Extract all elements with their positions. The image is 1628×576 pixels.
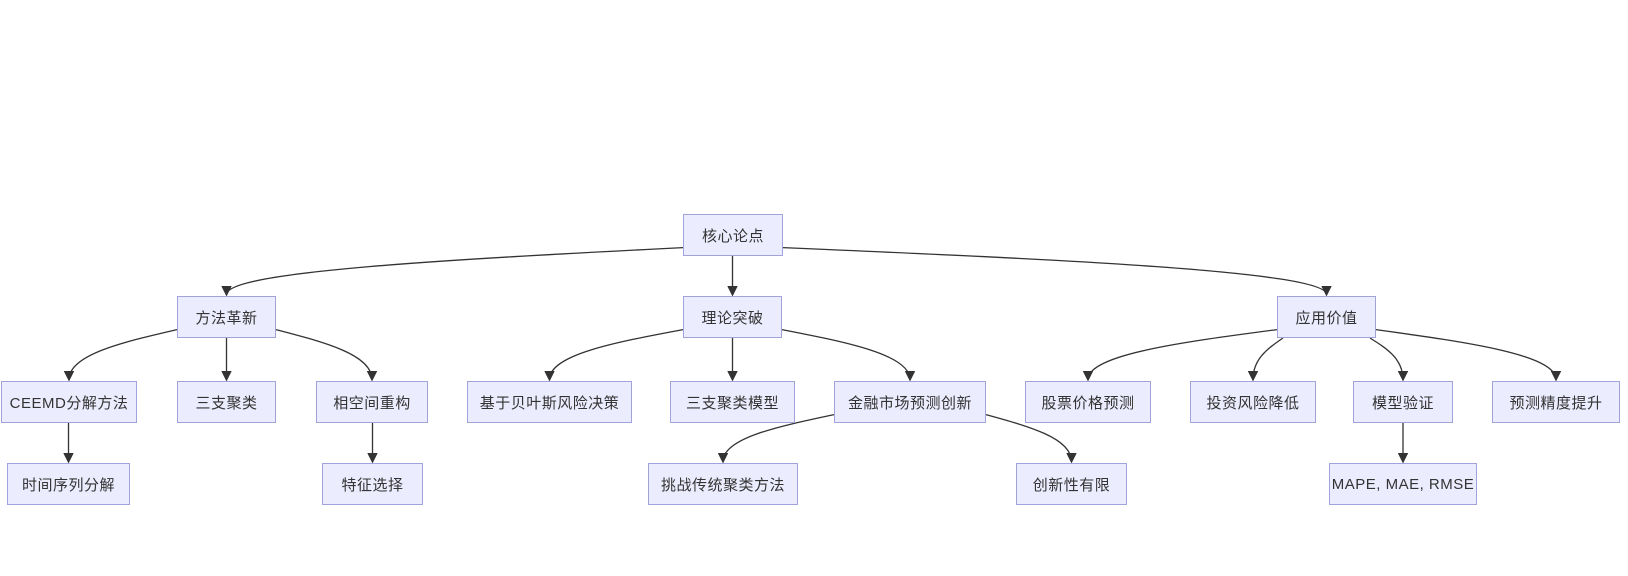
edge-application-model-validation [1369, 337, 1409, 382]
edge-application-stock-forecast [1082, 328, 1278, 382]
node-risk-reduction: 投资风险降低 [1190, 381, 1316, 423]
node-stock-forecast: 股票价格预测 [1025, 381, 1151, 423]
edge-theory-bayes-decision [544, 328, 684, 382]
edge-method-phase-space [275, 328, 378, 382]
node-model-validation: 模型验证 [1353, 381, 1453, 423]
node-three-way-cluster: 三支聚类 [177, 381, 276, 423]
node-bayes-decision: 基于贝叶斯风险决策 [467, 381, 632, 423]
node-application: 应用价值 [1277, 296, 1376, 338]
node-ts-decomposition: 时间序列分解 [7, 463, 130, 505]
node-feature-selection: 特征选择 [322, 463, 423, 505]
node-limited-novelty: 创新性有限 [1016, 463, 1127, 505]
node-method: 方法革新 [177, 296, 276, 338]
edge-method-ceemd [63, 328, 178, 382]
edge-root-application [782, 246, 1332, 297]
node-accuracy-improve: 预测精度提升 [1492, 381, 1620, 423]
edge-root-method [221, 246, 684, 297]
node-root: 核心论点 [683, 214, 783, 256]
edges-group [63, 246, 1562, 464]
node-ceemd: CEEMD分解方法 [1, 381, 137, 423]
edge-application-accuracy-improve [1375, 328, 1562, 382]
node-challenge-cluster: 挑战传统聚类方法 [648, 463, 798, 505]
node-three-way-model: 三支聚类模型 [670, 381, 795, 423]
node-fin-innovation: 金融市场预测创新 [834, 381, 986, 423]
edge-theory-fin-innovation [781, 328, 916, 382]
node-metrics: MAPE, MAE, RMSE [1329, 463, 1477, 505]
edge-application-risk-reduction [1247, 337, 1284, 382]
node-theory: 理论突破 [683, 296, 782, 338]
node-phase-space: 相空间重构 [316, 381, 428, 423]
